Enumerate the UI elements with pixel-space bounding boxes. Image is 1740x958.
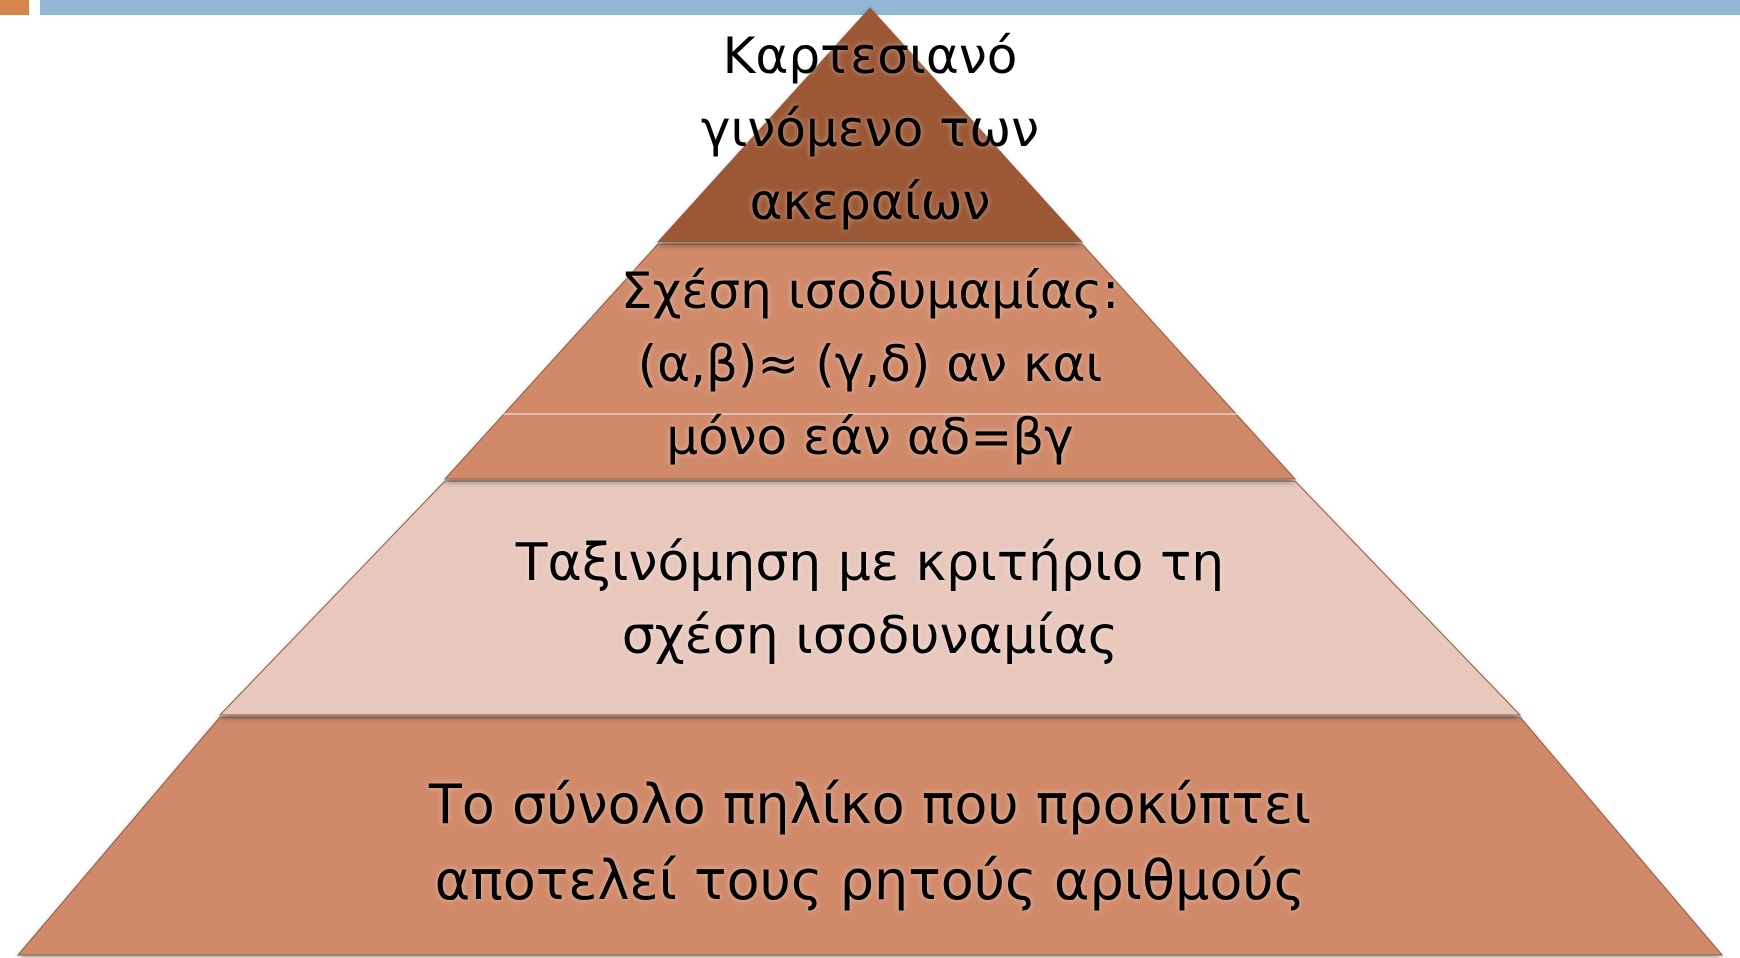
tier-second-label: Σχέση ισοδυμαμίας: (α,β)≈ (γ,δ) αν και μ… bbox=[620, 262, 1120, 466]
pyramid-tier-second bbox=[443, 243, 1297, 480]
pyramid-tier-bottom bbox=[16, 716, 1724, 956]
slide-accent-square bbox=[0, 0, 29, 15]
slide-header-bar bbox=[40, 0, 1740, 15]
tier-top-label: Καρτεσιανό γινόμενο των ακεραίων bbox=[700, 27, 1040, 231]
tier-bottom-label: Το σύνολο πηλίκο που προκύπτει αποτελεί … bbox=[428, 773, 1312, 912]
pyramid-tier-third bbox=[218, 480, 1522, 716]
pyramid-tier-top bbox=[656, 7, 1084, 243]
tier-third-label: Ταξινόμηση με κριτήριο τη σχέση ισοδυναμ… bbox=[515, 533, 1225, 666]
